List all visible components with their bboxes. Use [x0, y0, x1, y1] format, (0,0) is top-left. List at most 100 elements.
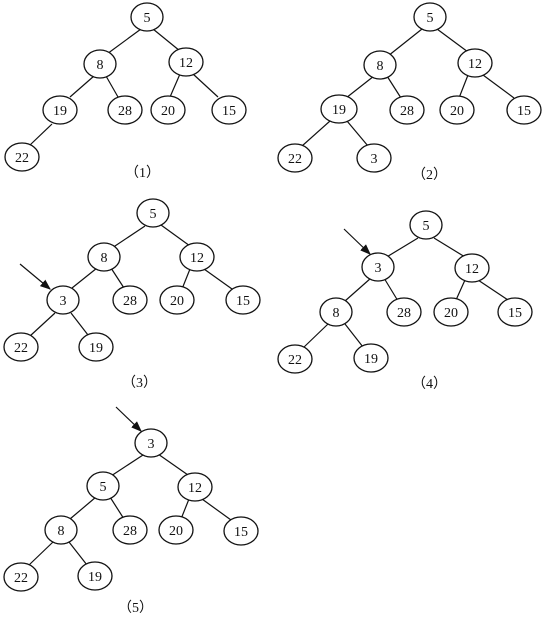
tree-5: 3 5 12 8 28 20 15 22: [3, 406, 259, 616]
node-value: 15: [222, 104, 236, 119]
edge: [109, 496, 125, 520]
edge: [455, 279, 466, 301]
edge: [28, 541, 54, 566]
tree-4: 5 3 12 8 28 20 15 22: [277, 210, 533, 392]
heap-node: 8: [363, 50, 397, 80]
heap-node: 3: [361, 252, 395, 282]
edge: [68, 541, 88, 566]
edge: [482, 74, 515, 99]
heap-node: 22: [3, 332, 39, 362]
node-value: 28: [400, 104, 414, 119]
heap-node: 15: [506, 95, 542, 125]
node-value: 12: [468, 57, 482, 72]
node-value: 20: [444, 306, 458, 321]
caption-3: （3）: [122, 375, 157, 391]
heap-node: 19: [42, 95, 78, 125]
edge: [105, 75, 119, 98]
node-value: 15: [517, 104, 531, 119]
heap-node: 15: [225, 285, 261, 315]
heap-node: 19: [78, 332, 114, 362]
arrow-pointer: [115, 406, 142, 432]
node-value: 8: [377, 59, 384, 74]
node-value: 19: [88, 570, 102, 585]
edge: [386, 75, 402, 99]
heap-node: 22: [3, 562, 39, 592]
edge: [69, 496, 97, 520]
heap-node: 12: [168, 47, 204, 77]
node-value: 12: [179, 56, 193, 71]
edge: [110, 454, 144, 477]
edge: [111, 225, 146, 249]
node-value: 28: [123, 294, 137, 309]
node-value: 3: [375, 261, 382, 276]
edge: [71, 267, 98, 289]
edge: [345, 75, 375, 99]
node-value: 28: [397, 306, 411, 321]
edge: [387, 28, 423, 57]
node-value: 5: [100, 480, 107, 495]
node-value: 3: [60, 294, 67, 309]
node-value: 22: [14, 341, 28, 356]
node-value: 8: [101, 251, 108, 266]
node-value: 20: [450, 104, 464, 119]
node-value: 20: [170, 294, 184, 309]
heap-node: 20: [159, 285, 195, 315]
caption-4: （4）: [412, 376, 447, 392]
edge: [106, 28, 142, 55]
edge: [180, 498, 190, 520]
caption-1: （1）: [125, 165, 160, 181]
heap-node: 15: [497, 297, 533, 327]
heap-node: 12: [177, 472, 213, 502]
edge: [301, 120, 331, 147]
node-value: 3: [148, 437, 155, 452]
edge: [29, 123, 53, 146]
heap-node: 5: [409, 210, 443, 240]
node-value: 12: [188, 481, 202, 496]
edge: [69, 75, 95, 98]
heap-node: 20: [439, 95, 475, 125]
node-value: 3: [371, 152, 378, 167]
edge: [477, 279, 509, 301]
heap-node: 28: [112, 285, 148, 315]
node-value: 5: [423, 219, 430, 234]
node-value: 20: [169, 524, 183, 539]
edge: [346, 120, 369, 147]
edge: [181, 268, 191, 290]
node-value: 8: [333, 306, 340, 321]
heap-node: 28: [386, 297, 422, 327]
edge: [29, 312, 56, 337]
heap-node: 22: [277, 143, 313, 173]
node-value: 8: [97, 58, 104, 73]
node-value: 19: [332, 103, 346, 118]
node-value: 19: [53, 104, 67, 119]
heap-node: 19: [77, 561, 113, 591]
node-value: 5: [150, 207, 157, 222]
edge: [160, 224, 191, 247]
tree-3: 5 8 12 3 28 20 15 22: [3, 198, 261, 391]
node-value: 28: [123, 524, 137, 539]
heap-node: 5: [136, 198, 170, 228]
node-value: 28: [118, 104, 132, 119]
tree-2: 5 8 12 19 28 20 15 22: [277, 2, 542, 183]
heap-node: 3: [46, 285, 80, 315]
edge: [110, 267, 125, 289]
edge: [344, 277, 372, 302]
heap-node: 20: [433, 297, 469, 327]
edge: [433, 237, 466, 258]
node-value: 12: [465, 262, 479, 277]
heap-node: 3: [356, 143, 392, 173]
node-value: 15: [236, 294, 250, 309]
node-value: 8: [58, 524, 65, 539]
edge: [157, 453, 189, 476]
node-value: 15: [508, 306, 522, 321]
heap-node: 8: [83, 49, 117, 79]
tree-1: 5 8 12 19 28 20 15 22 （1）: [4, 2, 247, 181]
heap-node: 28: [112, 515, 148, 545]
heap-node: 28: [107, 95, 143, 125]
heap-node: 22: [277, 344, 313, 374]
edge: [458, 74, 469, 99]
heap-node: 15: [211, 95, 247, 125]
node-value: 22: [288, 353, 302, 368]
edge: [152, 28, 181, 52]
heap-node: 19: [353, 343, 389, 373]
